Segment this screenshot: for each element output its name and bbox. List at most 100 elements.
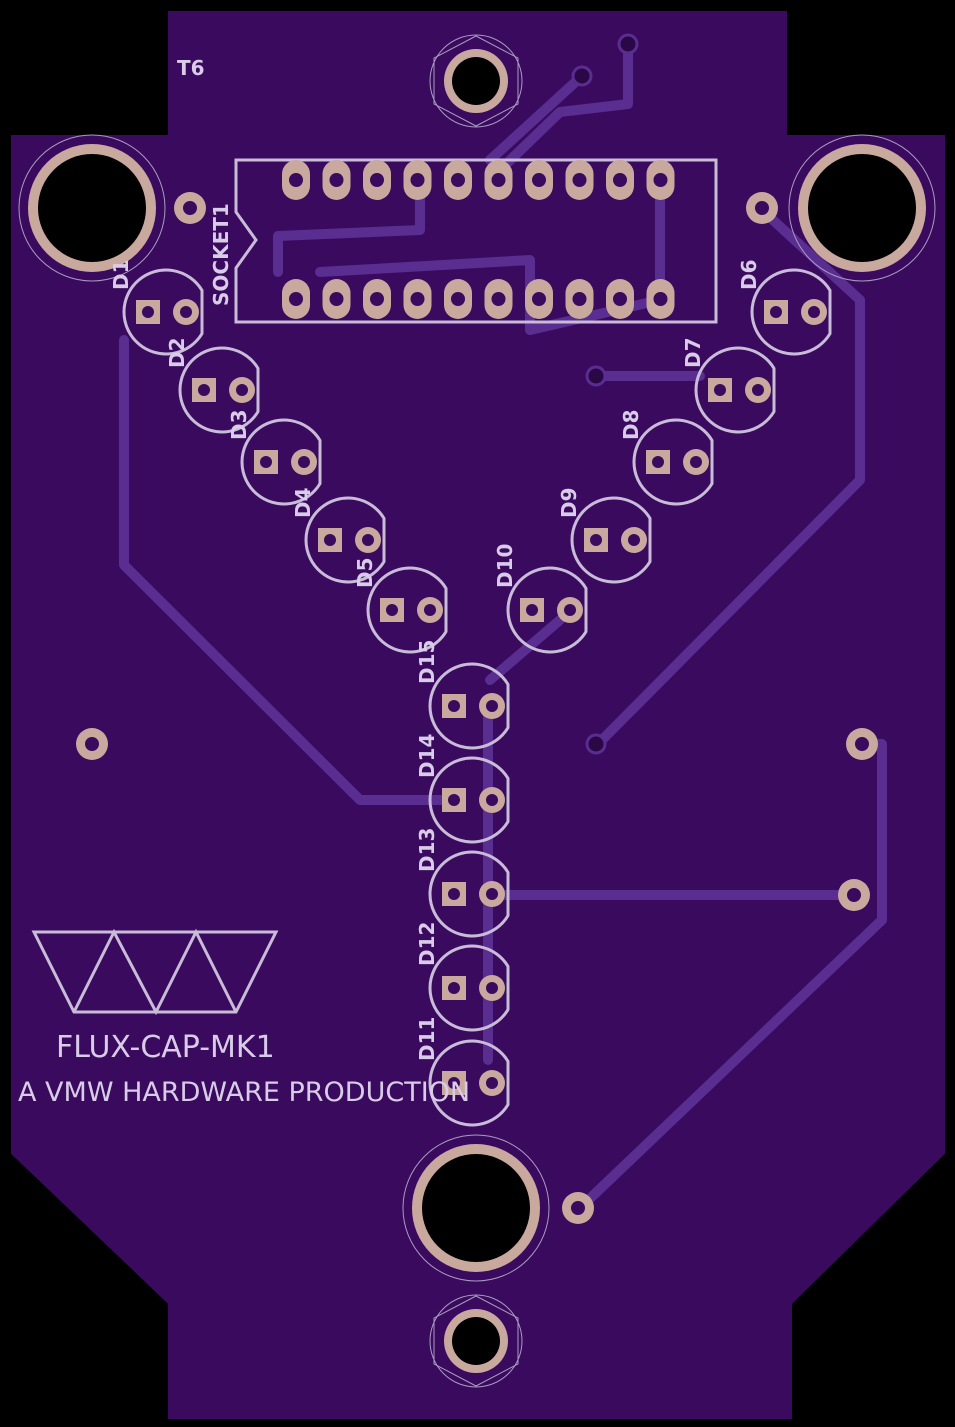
mounting-holes: [18, 134, 936, 1282]
led-pad-hole: [770, 306, 782, 318]
led-label: D3: [227, 409, 251, 440]
led-pad-hole: [362, 534, 374, 546]
led-outline: [750, 268, 832, 356]
led-d8: D8: [619, 409, 714, 506]
socket-pin-hole: [572, 292, 587, 306]
socket-pin-hole: [289, 173, 303, 187]
led-pad-hole: [808, 306, 820, 318]
mount-hole-bottom-center: [402, 1134, 550, 1282]
led-pad-hole: [448, 794, 460, 806]
mount-hole-top-right: [788, 134, 936, 282]
socket-pin-hole: [289, 292, 303, 306]
led-d4: D4: [291, 487, 386, 584]
led-d5: D5: [353, 557, 448, 654]
led-d1: D1: [109, 259, 204, 356]
led-pad-hole: [486, 888, 498, 900]
ic-socket: SOCKET1: [209, 158, 718, 324]
led-outline: [428, 662, 510, 750]
corner-label: T6: [177, 56, 205, 80]
led-pad-hole: [386, 604, 398, 616]
socket-pin-hole: [491, 292, 506, 306]
led-pad-hole: [298, 456, 310, 468]
led-pad-hole: [198, 384, 210, 396]
led-pad-hole: [424, 604, 436, 616]
led-pad-hole: [486, 1077, 498, 1089]
socket-pin-hole: [410, 292, 425, 306]
socket-pin-hole: [532, 292, 546, 306]
led-outline: [366, 566, 448, 654]
board-name: FLUX-CAP-MK1: [56, 1030, 275, 1065]
led-pad-hole: [448, 982, 460, 994]
led-label: D2: [165, 337, 189, 368]
socket-pin-hole: [451, 292, 465, 306]
led-outline: [240, 418, 322, 506]
socket-pin-hole: [370, 173, 384, 187]
led-outline: [304, 496, 386, 584]
bottom-jack: [429, 1294, 523, 1388]
single-pads: [76, 192, 878, 1224]
board-outline: [5, 5, 951, 1425]
led-pad-hole: [324, 534, 336, 546]
led-pad-hole: [142, 306, 154, 318]
socket-pin-hole: [532, 173, 546, 187]
socket-pin-hole: [613, 173, 627, 187]
led-label: D13: [415, 828, 439, 872]
led-outline: [694, 346, 776, 434]
led-d2: D2: [165, 337, 260, 434]
led-label: D1: [109, 259, 133, 290]
led-label: D5: [353, 557, 377, 588]
led-label: D15: [415, 640, 439, 684]
socket-pin-hole: [329, 173, 344, 187]
credit-text: A VMW HARDWARE PRODUCTION: [18, 1077, 470, 1108]
led-label: D7: [681, 337, 705, 368]
led-d15: D15: [415, 640, 510, 750]
led-pad-hole: [486, 794, 498, 806]
led-pad-hole: [752, 384, 764, 396]
socket-pin-hole: [329, 292, 344, 306]
led-pad-hole: [448, 700, 460, 712]
led-label: D12: [415, 922, 439, 966]
led-pad-hole: [652, 456, 664, 468]
top-jack: [429, 34, 523, 128]
led-outline: [428, 1039, 510, 1127]
logo: [31, 928, 279, 1016]
led-d14: D14: [415, 734, 510, 844]
led-label: D10: [493, 544, 517, 588]
socket-pins: [282, 160, 675, 319]
socket-pin-hole: [370, 292, 384, 306]
led-pad-hole: [714, 384, 726, 396]
led-d11: D11: [415, 1017, 510, 1127]
led-pad-hole: [260, 456, 272, 468]
led-outline: [428, 756, 510, 844]
led-pad-hole: [564, 604, 576, 616]
led-outline: [428, 944, 510, 1032]
socket-label: SOCKET1: [209, 203, 233, 306]
led-pad-hole: [526, 604, 538, 616]
led-pad-hole: [690, 456, 702, 468]
led-pad-hole: [486, 982, 498, 994]
led-outline: [570, 496, 652, 584]
socket-pin-hole: [572, 173, 587, 187]
led-outline: [632, 418, 714, 506]
led-d7: D7: [681, 337, 776, 434]
led-label: D8: [619, 409, 643, 440]
led-label: D14: [415, 734, 439, 778]
led-pad-hole: [236, 384, 248, 396]
led-d12: D12: [415, 922, 510, 1032]
led-pad-hole: [590, 534, 602, 546]
led-pad-hole: [180, 306, 192, 318]
led-d13: D13: [415, 828, 510, 938]
led-label: D9: [557, 487, 581, 518]
led-outline: [122, 268, 204, 356]
mount-hole-top-left: [18, 134, 166, 282]
led-pad-hole: [628, 534, 640, 546]
led-label: D4: [291, 487, 315, 518]
led-label: D6: [737, 259, 761, 290]
led-d3: D3: [227, 409, 322, 506]
socket-pin-hole: [653, 292, 668, 306]
led-d9: D9: [557, 487, 652, 584]
led-pad-hole: [448, 888, 460, 900]
led-pad-hole: [448, 1077, 460, 1089]
